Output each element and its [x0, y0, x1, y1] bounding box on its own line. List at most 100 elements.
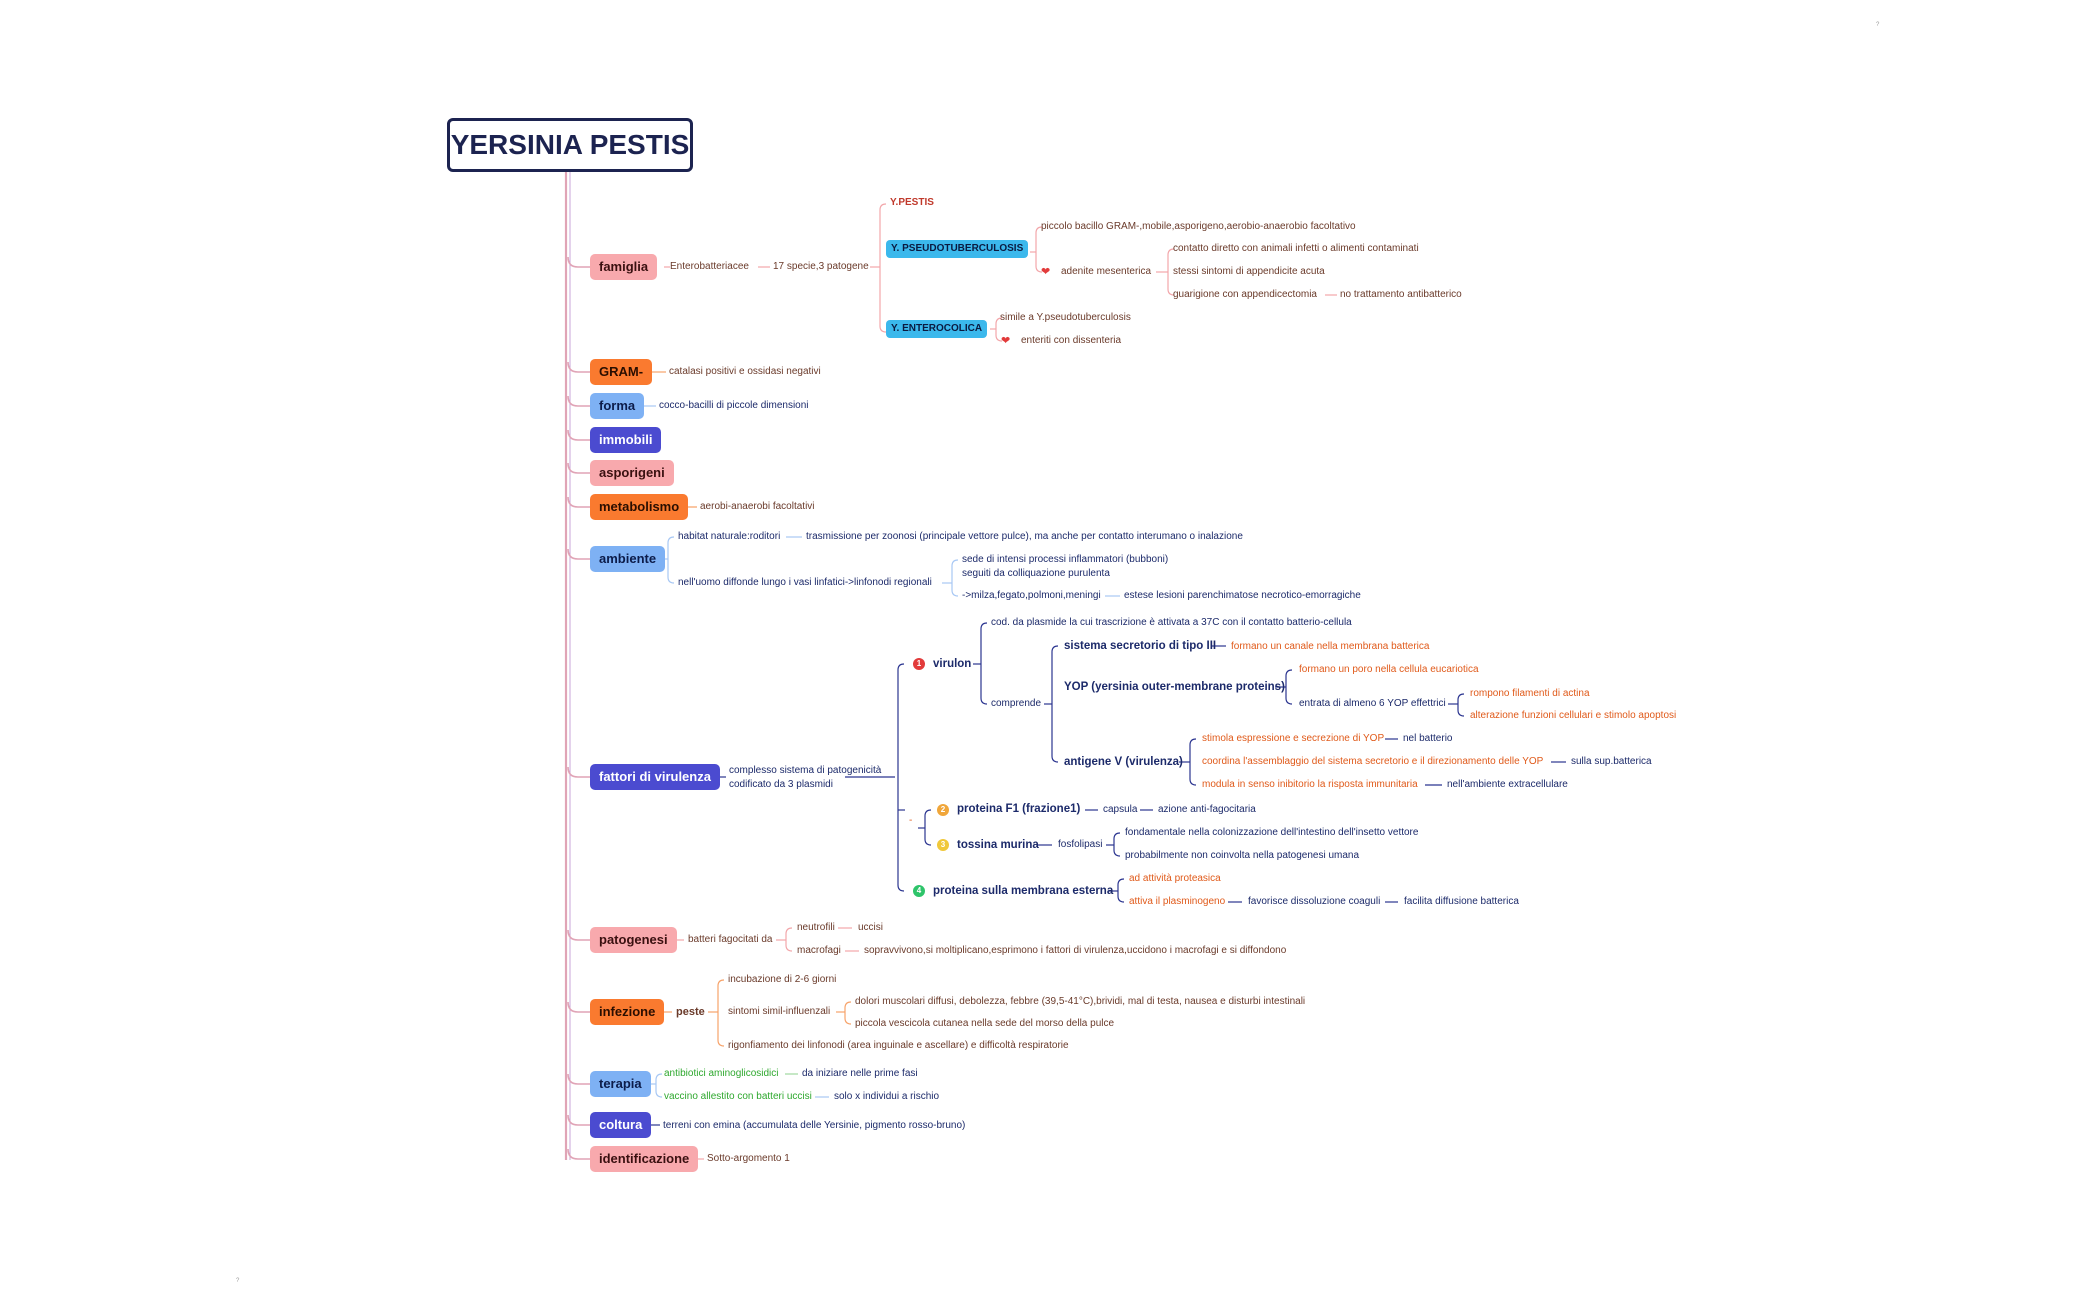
yop-actina[interactable]: rompono filamenti di actina [1470, 688, 1590, 699]
membrana-coaguli[interactable]: favorisce dissoluzione coaguli [1248, 896, 1381, 907]
peste-linfonodi[interactable]: rigonfiamento dei linfonodi (area inguin… [728, 1040, 1069, 1051]
patogenesi-fagocitati[interactable]: batteri fagocitati da [688, 934, 773, 945]
identificazione-sottoargomento[interactable]: Sotto-argomento 1 [707, 1153, 790, 1164]
dash-marker: - [909, 815, 913, 826]
antigene-v-extracellulare[interactable]: nell'ambiente extracellulare [1447, 779, 1568, 790]
peste-dolori[interactable]: dolori muscolari diffusi, debolezza, feb… [855, 996, 1306, 1007]
adenite-sintomi[interactable]: stessi sintomi di appendicite acuta [1173, 266, 1325, 277]
patogenesi-uccisi[interactable]: uccisi [858, 922, 884, 933]
ambiente-trasmissione[interactable]: trasmissione per zoonosi (principale vet… [806, 531, 1243, 542]
ambiente-habitat[interactable]: habitat naturale:roditori [678, 531, 781, 542]
yentero-pill[interactable]: Y. ENTEROCOLICA [886, 320, 988, 338]
connector-curve [567, 496, 590, 508]
topic-identificazione[interactable]: identificazione [590, 1146, 699, 1172]
topic-immobili[interactable]: immobili [590, 427, 662, 453]
virulenza-desc-2[interactable]: codificato da 3 plasmidi [729, 779, 833, 790]
sistema-secretorio[interactable]: sistema secretorio di tipo III [1064, 640, 1217, 652]
virulon-comprende[interactable]: comprende [991, 698, 1042, 709]
connector-curve [567, 256, 590, 268]
topic-forma[interactable]: forma [590, 393, 645, 419]
connector-curve [567, 929, 590, 941]
yop-label[interactable]: YOP (yersinia outer-membrane proteins) [1064, 681, 1285, 693]
adenite-mesenterica[interactable]: adenite mesenterica [1061, 266, 1152, 277]
famiglia-enterobatteriacee[interactable]: Enterobatteriacee [670, 261, 749, 272]
virulenza-desc-1[interactable]: complesso sistema di patogenicità [729, 765, 882, 776]
ambiente-organi[interactable]: ->milza,fegato,polmoni,meningi [962, 590, 1101, 601]
ypestis-label[interactable]: Y.PESTIS [890, 197, 934, 208]
topic-asporigeni[interactable]: asporigeni [590, 460, 674, 486]
topic-terapia[interactable]: terapia [590, 1071, 651, 1097]
forma-desc[interactable]: cocco-bacilli di piccole dimensioni [659, 400, 809, 411]
membrana-diffusione[interactable]: facilita diffusione batterica [1404, 896, 1519, 907]
topic-patogenesi[interactable]: patogenesi [590, 927, 677, 953]
patogenesi-sopravvivono[interactable]: sopravvivono,si moltiplicano,esprimono i… [864, 945, 1287, 956]
ypseudo-pill[interactable]: Y. PSEUDOTUBERCULOSIS [886, 240, 1029, 258]
peste-sintomi[interactable]: sintomi simil-influenzali [728, 1006, 831, 1017]
topic-famiglia[interactable]: famiglia [590, 254, 658, 280]
infezione-peste[interactable]: peste [676, 1006, 705, 1018]
coltura-terreni[interactable]: terreni con emina (accumulata delle Yers… [663, 1120, 966, 1131]
connector-curve [567, 462, 590, 474]
yentero-enteriti[interactable]: enteriti con dissenteria [1021, 335, 1122, 346]
connector-curve [1189, 738, 1197, 786]
virulon-desc[interactable]: cod. da plasmide la cui trascrizione è a… [991, 617, 1352, 628]
tossina-fosfolipasi[interactable]: fosfolipasi [1058, 839, 1103, 850]
connector-curve [951, 559, 959, 597]
membrana-plasminogeno[interactable]: attiva il plasminogeno [1129, 896, 1226, 907]
topic-gram[interactable]: GRAM- [590, 359, 653, 385]
proteina-membrana[interactable]: proteina sulla membrana esterna [933, 885, 1114, 897]
topic-metabolismo[interactable]: metabolismo [590, 494, 689, 520]
f1-capsula[interactable]: capsula [1103, 804, 1138, 815]
peste-incubazione[interactable]: incubazione di 2-6 giorni [728, 974, 837, 985]
metabolismo-desc[interactable]: aerobi-anaerobi facoltativi [700, 501, 815, 512]
antigene-v-superficie[interactable]: sulla sup.batterica [1571, 756, 1652, 767]
terapia-vaccino[interactable]: vaccino allestito con batteri uccisi [664, 1091, 812, 1102]
virulon-label[interactable]: virulon [933, 658, 972, 670]
topic-ambiente[interactable]: ambiente [590, 546, 666, 572]
adenite-contatto[interactable]: contatto diretto con animali infetti o a… [1173, 243, 1419, 254]
antigene-v-stimola[interactable]: stimola espressione e secrezione di YOP [1202, 733, 1385, 744]
famiglia-specie[interactable]: 17 specie,3 patogene [773, 261, 869, 272]
antigene-v-batterio[interactable]: nel batterio [1403, 733, 1453, 744]
gram-desc[interactable]: catalasi positivi e ossidasi negativi [669, 366, 821, 377]
patogenesi-neutrofili[interactable]: neutrofili [797, 922, 835, 933]
ambiente-colliquazione[interactable]: seguiti da colliquazione purulenta [962, 568, 1110, 579]
adenite-no-antibiotico[interactable]: no trattamento antibatterico [1340, 289, 1462, 300]
connector-curve [924, 809, 932, 846]
peste-vescicola[interactable]: piccola vescicola cutanea nella sede del… [855, 1018, 1115, 1029]
connector-curve [785, 927, 793, 952]
number-badge-icon: 3 [937, 839, 949, 851]
ambiente-lesioni[interactable]: estese lesioni parenchimatose necrotico-… [1124, 590, 1361, 601]
corner-mark-bottom: ? [236, 1278, 240, 1284]
tossina-murina[interactable]: tossina murina [957, 839, 1039, 851]
sistema-secretorio-desc[interactable]: formano un canale nella membrana batteri… [1231, 641, 1430, 652]
proteina-f1[interactable]: proteina F1 (frazione1) [957, 803, 1081, 815]
connector-curve [567, 1114, 590, 1126]
ambiente-bubboni[interactable]: sede di intensi processi inflammatori (b… [962, 554, 1169, 565]
yop-apoptosi[interactable]: alterazione funzioni cellulari e stimolo… [1470, 710, 1677, 721]
yentero-simile[interactable]: simile a Y.pseudotuberculosis [1000, 312, 1131, 323]
antigene-v[interactable]: antigene V (virulenza) [1064, 756, 1183, 768]
tossina-colonizzazione[interactable]: fondamentale nella colonizzazione dell'i… [1125, 827, 1419, 838]
membrana-proteasica[interactable]: ad attività proteasica [1129, 873, 1221, 884]
root-topic[interactable]: YERSINIA PESTIS [447, 118, 693, 172]
f1-antifagocitaria[interactable]: azione anti-fagocitaria [1158, 804, 1256, 815]
topic-infezione[interactable]: infezione [590, 999, 665, 1025]
antigene-v-coordina[interactable]: coordina l'assemblaggio del sistema secr… [1202, 756, 1544, 767]
terapia-antibiotici[interactable]: antibiotici aminoglicosidici [664, 1068, 779, 1079]
yop-entrata[interactable]: entrata di almeno 6 YOP effettrici [1299, 698, 1446, 709]
terapia-prime-fasi[interactable]: da iniziare nelle prime fasi [802, 1068, 918, 1079]
connector-curve [717, 979, 725, 1047]
topic-fattori-virulenza[interactable]: fattori di virulenza [590, 764, 720, 790]
connector-curve [1167, 248, 1175, 296]
yop-poro[interactable]: formano un poro nella cellula eucariotic… [1299, 664, 1479, 675]
ambiente-diffusione[interactable]: nell'uomo diffonde lungo i vasi linfatic… [678, 577, 932, 588]
terapia-rischio[interactable]: solo x individui a rischio [834, 1091, 940, 1102]
antigene-v-modula[interactable]: modula in senso inibitorio la risposta i… [1202, 779, 1418, 790]
adenite-guarigione[interactable]: guarigione con appendicectomia [1173, 289, 1317, 300]
tossina-patogenesi[interactable]: probabilmente non coinvolta nella patoge… [1125, 850, 1360, 861]
ypseudo-desc[interactable]: piccolo bacillo GRAM-,mobile,asporigeno,… [1041, 221, 1356, 232]
patogenesi-macrofagi[interactable]: macrofagi [797, 945, 841, 956]
topic-coltura[interactable]: coltura [590, 1112, 652, 1138]
